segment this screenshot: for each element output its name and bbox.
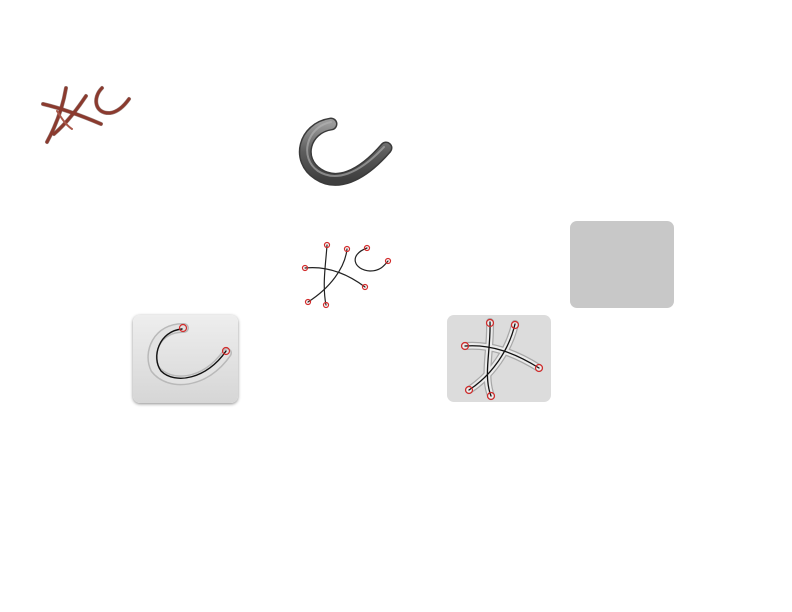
tube-curve-icon: [298, 117, 393, 186]
skeleton-thumbnail: [447, 315, 551, 402]
control-point: [361, 283, 369, 291]
control-point: [464, 385, 474, 395]
curve-thumbnail: [133, 315, 238, 403]
control-point: [178, 323, 188, 333]
control-point: [485, 318, 495, 328]
control-point: [221, 346, 231, 356]
curve-thumbnail-icon: [147, 323, 232, 386]
control-point: [486, 391, 496, 401]
skeleton-thumbnail-icon: [460, 318, 544, 401]
control-point: [343, 245, 351, 253]
brush-strokes-icon: [41, 86, 131, 144]
control-point: [322, 301, 330, 309]
control-points: [301, 241, 392, 309]
control-point: [384, 257, 392, 265]
control-point: [534, 363, 544, 373]
control-point: [460, 341, 470, 351]
control-point: [301, 264, 309, 272]
skeleton-graph-icon: [304, 244, 389, 306]
control-point: [510, 320, 520, 330]
control-point: [323, 241, 331, 249]
control-point: [363, 244, 371, 252]
blank-thumbnail: [570, 221, 674, 308]
control-point: [304, 298, 312, 306]
